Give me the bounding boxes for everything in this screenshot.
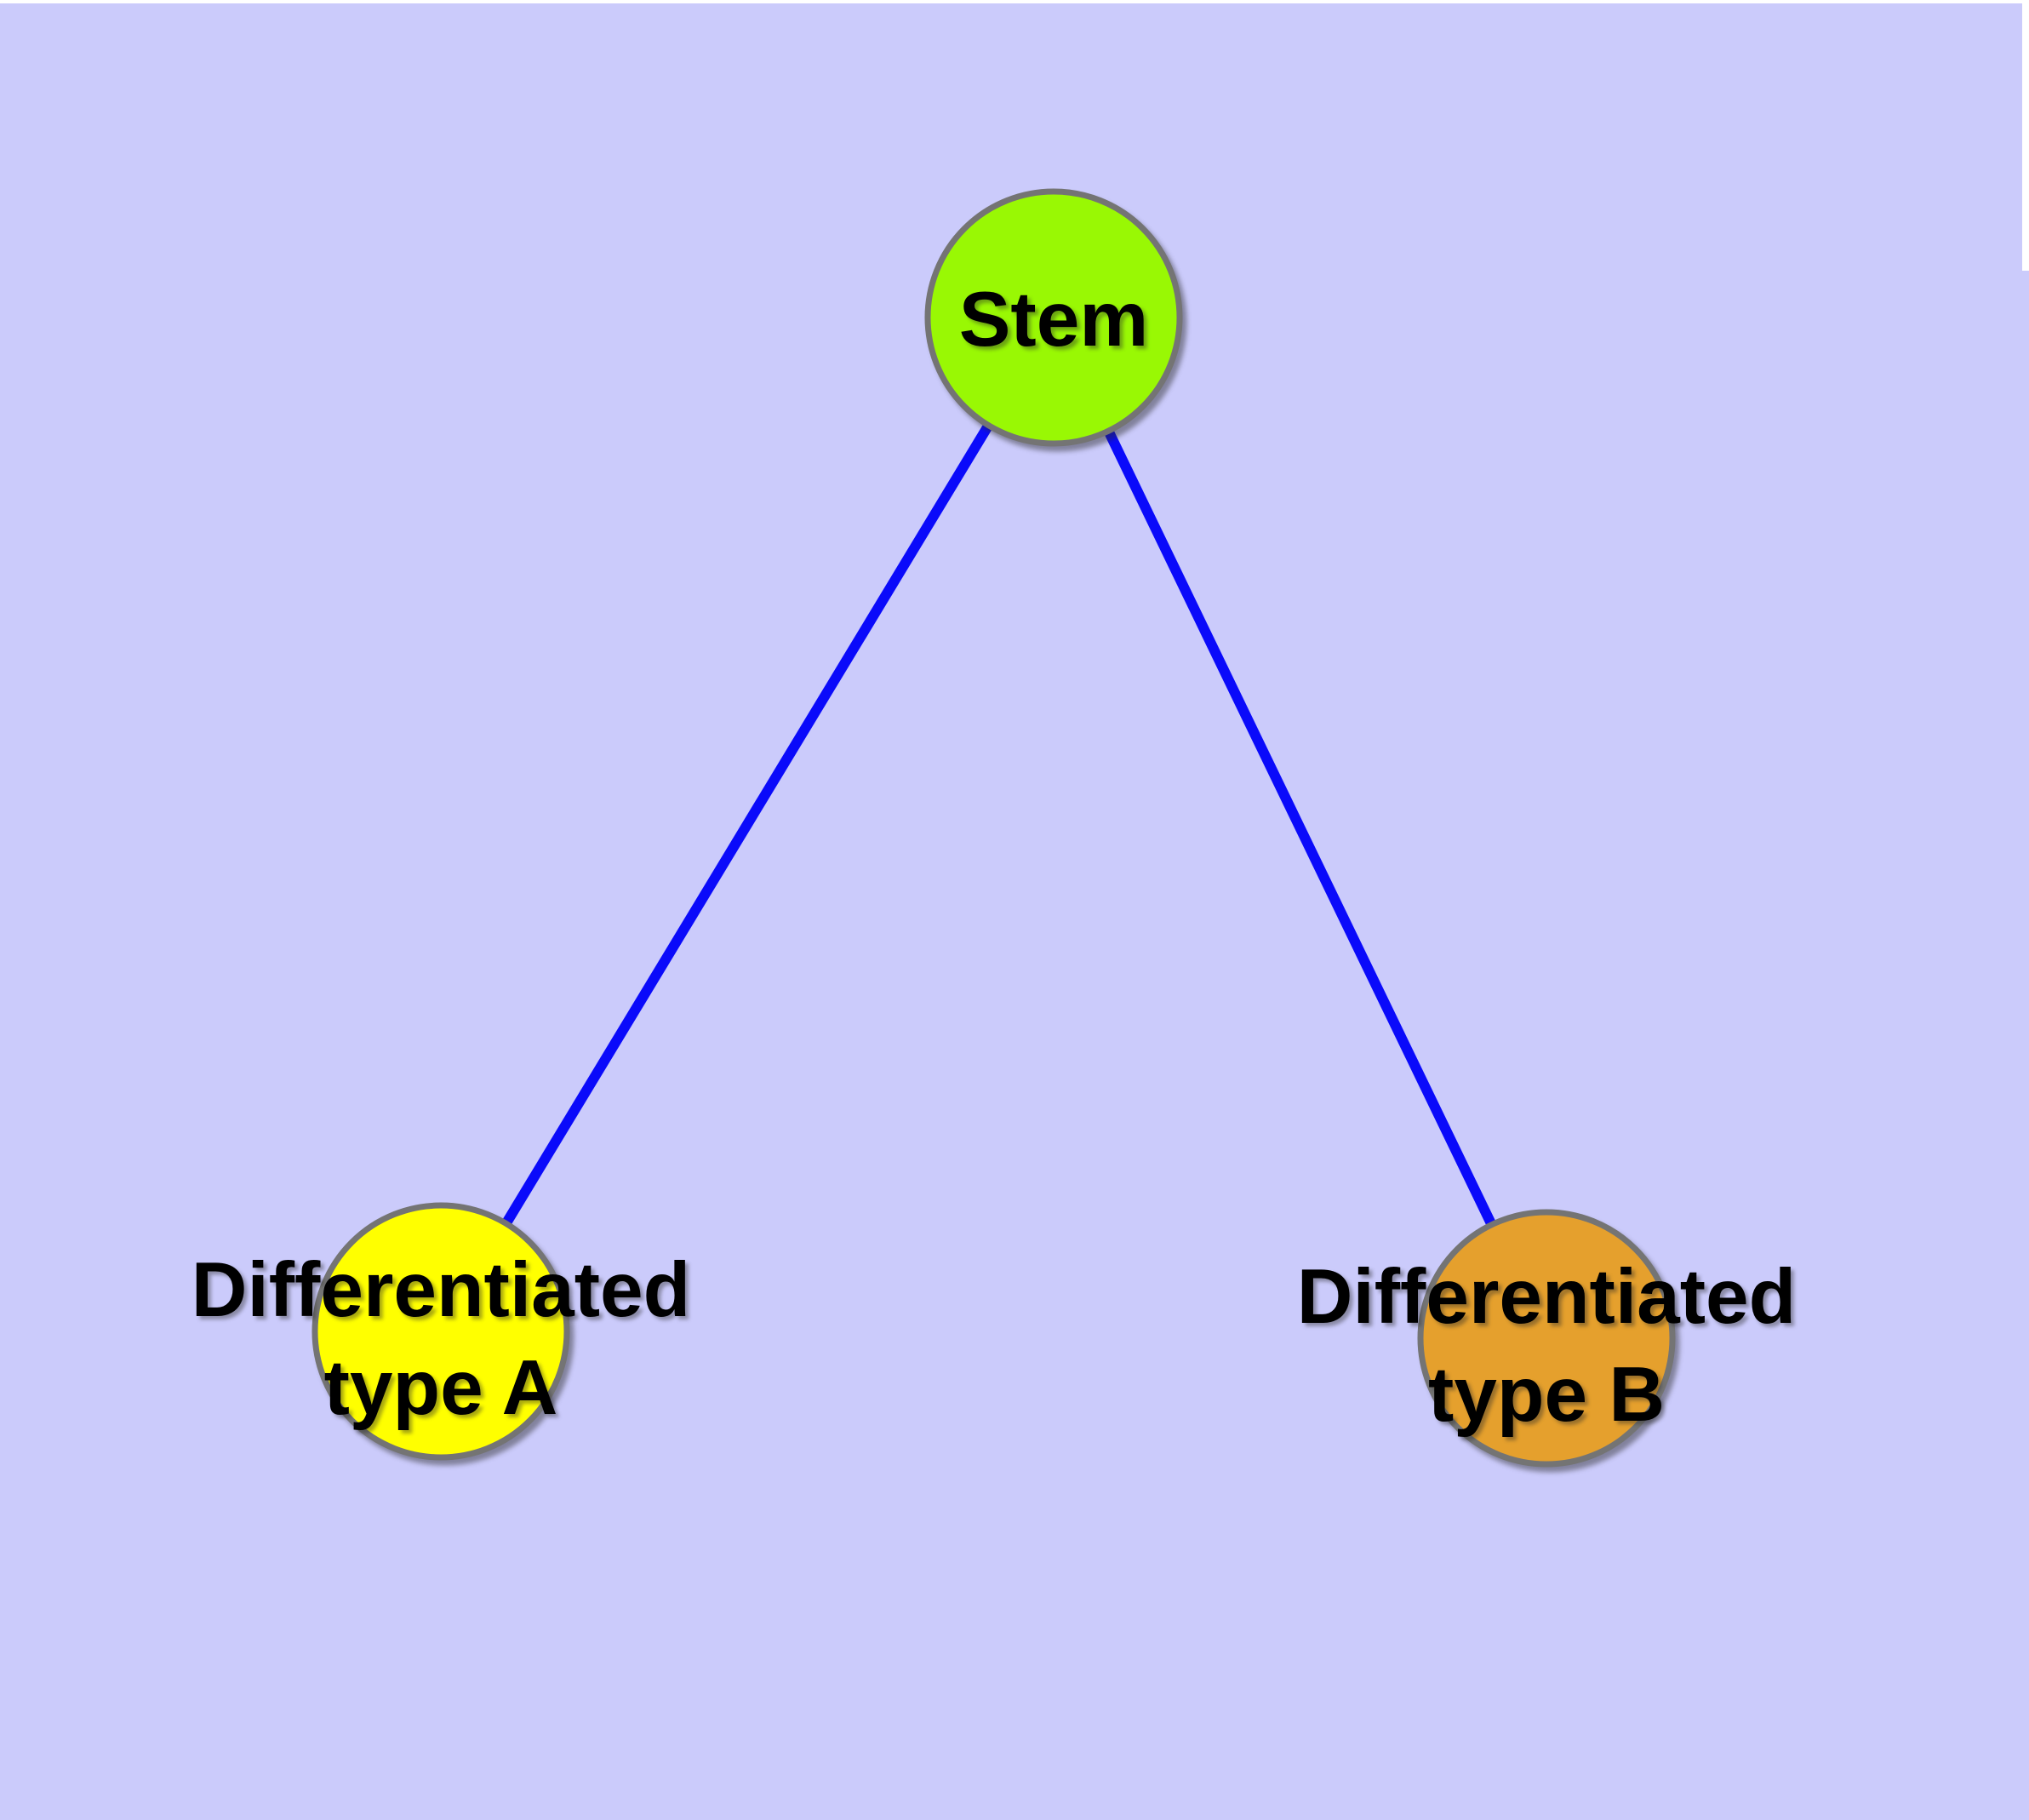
node-differentiated-type-b-label-line2: type B (1428, 1352, 1665, 1438)
node-stem[interactable]: Stem (924, 188, 1183, 447)
edge-stem-to-type-a[interactable] (436, 314, 1059, 1335)
edge-layer (436, 314, 1552, 1341)
node-differentiated-type-a-label-line2: type A (324, 1345, 558, 1431)
node-stem-label: Stem (959, 277, 1149, 363)
node-differentiated-type-a[interactable]: Differentiated type A (191, 1202, 691, 1461)
node-differentiated-type-a-label-line1: Differentiated (191, 1247, 691, 1333)
node-differentiated-type-b[interactable]: Differentiated type B (1297, 1209, 1797, 1468)
node-differentiated-type-a-circle[interactable] (311, 1202, 570, 1461)
page-top-margin (0, 0, 2029, 3)
page-right-margin (2022, 0, 2029, 271)
node-stem-circle[interactable] (924, 188, 1183, 447)
edge-stem-to-type-b[interactable] (1049, 315, 1552, 1341)
node-differentiated-type-b-circle[interactable] (1417, 1209, 1676, 1468)
node-differentiated-type-b-label-line1: Differentiated (1297, 1254, 1797, 1340)
